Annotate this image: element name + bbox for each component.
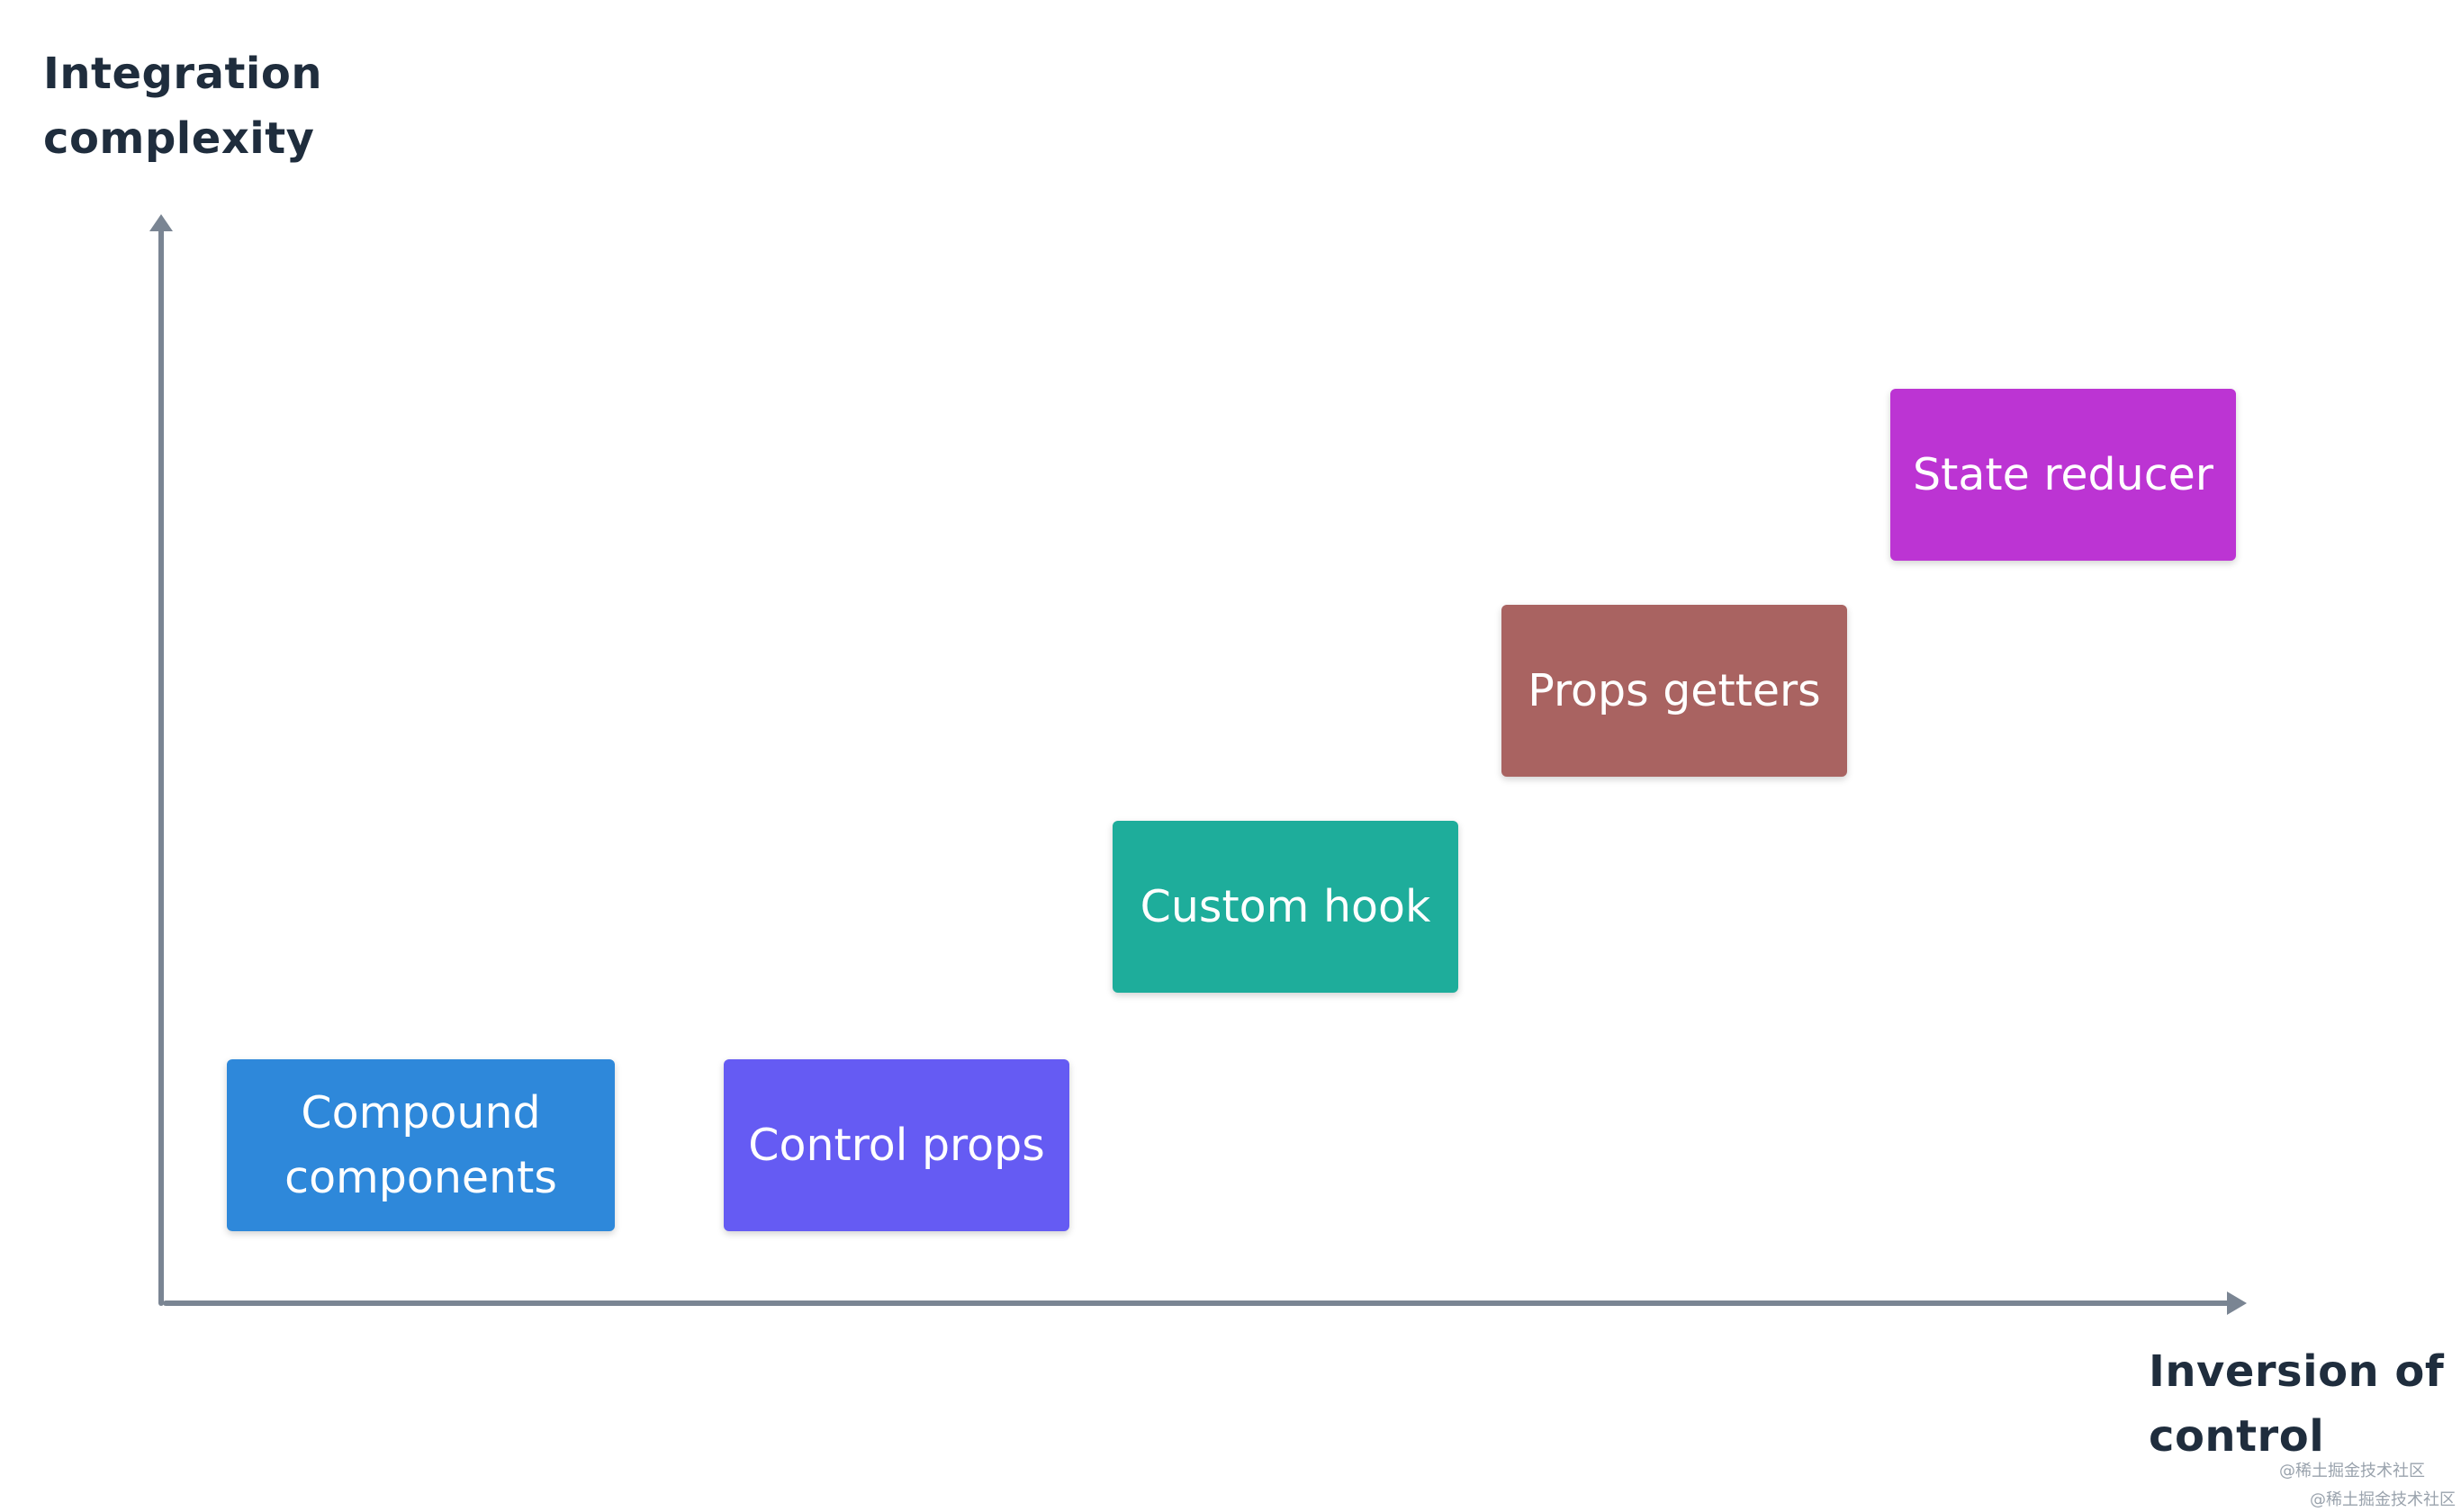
props-getters-box: Props getters	[1501, 605, 1847, 777]
watermark-text: @稀土掘金技术社区	[2279, 1462, 2425, 1480]
compound-components-box: Compound components	[227, 1059, 615, 1231]
x-axis-arrowhead	[2227, 1292, 2247, 1315]
y-axis-label: Integration complexity	[43, 49, 322, 164]
x-axis-label: Inversion of control	[2149, 1346, 2445, 1462]
custom-hook-box: Custom hook	[1113, 821, 1458, 993]
watermark-text-secondary: @稀土掘金技术社区	[2310, 1490, 2456, 1509]
state-reducer-box: State reducer	[1890, 389, 2236, 561]
y-axis-arrowhead	[149, 214, 173, 231]
control-props-box: Control props	[724, 1059, 1069, 1231]
